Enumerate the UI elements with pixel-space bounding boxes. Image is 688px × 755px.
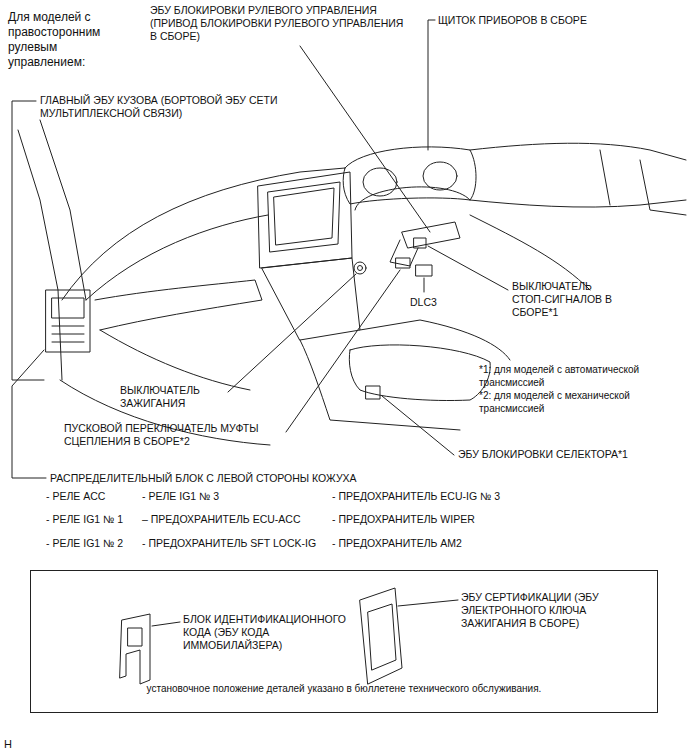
ignition-switch xyxy=(358,266,363,271)
parts-box: БЛОК ИДЕНТИФИКАЦИОННОГО КОДА (ЭБУ КОДА И… xyxy=(30,570,658,713)
main-body-ecu xyxy=(52,298,84,318)
dash-edge xyxy=(86,215,268,300)
id-code-box xyxy=(120,614,150,684)
center-bezel xyxy=(258,172,352,268)
junction-detail xyxy=(52,326,84,342)
dlc3-connector xyxy=(416,265,432,276)
part-label: ВЫКЛЮЧАТЕЛЬ ЗАЖИГАНИЯ xyxy=(120,384,230,410)
component-list-item: - РЕЛЕ IG1 № 1 xyxy=(46,513,141,526)
leader-line xyxy=(428,20,435,150)
component-list-item: - РЕЛЕ ACC xyxy=(46,490,141,503)
footnote: *2: для моделей с механической трансмисс… xyxy=(479,390,684,415)
dash-edge xyxy=(62,168,345,300)
part-label: ПУСКОВОЙ ПЕРЕКЛЮЧАТЕЛЬ МУФТЫ СЦЕПЛЕНИЯ В… xyxy=(64,422,286,448)
part-name: БЛОК ИДЕНТИФИКАЦИОННОГО КОДА (ЭБУ КОДА И… xyxy=(183,613,353,652)
center-stack xyxy=(262,258,360,340)
footnote: *1: для моделей с автоматической трансми… xyxy=(479,364,684,389)
component-list-item: - ПРЕДОХРАНИТЕЛЬ SFT LOCK-IG xyxy=(142,537,327,550)
note-text: установочное положение деталей указано в… xyxy=(31,683,657,696)
dash-edge xyxy=(470,143,686,160)
certification-ecu xyxy=(360,588,402,684)
ignition-switch xyxy=(354,262,366,274)
leader-line xyxy=(424,278,425,292)
certification-ecu xyxy=(368,604,396,670)
steering-lock xyxy=(402,222,460,248)
leader-line xyxy=(152,622,180,626)
glovebox xyxy=(95,280,262,330)
leader-line xyxy=(398,600,458,606)
part-label: ГЛАВНЫЙ ЭБУ КУЗОВА (БОРТОВОЙ ЭБУ СЕТИ МУ… xyxy=(40,94,280,120)
component-list-item: – ПРЕДОХРАНИТЕЛЬ ECU-ACC xyxy=(142,513,327,526)
gauge xyxy=(423,162,457,190)
part-label: ВЫКЛЮЧАТЕЛЬ СТОП-СИГНАЛОВ В СБОРЕ*1 xyxy=(512,280,622,319)
center-display xyxy=(274,188,334,245)
part-label: РАСПРЕДЕЛИТЕЛЬНЫЙ БЛОК С ЛЕВОЙ СТОРОНЫ К… xyxy=(50,472,380,485)
part-label: ЭБУ БЛОКИРОВКИ СЕЛЕКТОРА*1 xyxy=(458,448,658,461)
console xyxy=(300,340,460,430)
part-name: ЭБУ СЕРТИФИКАЦИИ (ЭБУ ЭЛЕКТРОННОГО КЛЮЧА… xyxy=(461,591,636,630)
door-line xyxy=(640,160,686,215)
component-list-item: - ПРЕДОХРАНИТЕЛЬ ECU-IG № 3 xyxy=(332,490,532,503)
dash-lower xyxy=(100,330,250,390)
instrument-cluster xyxy=(343,147,476,204)
heading-note: Для моделей с правосторонним рулевым упр… xyxy=(8,10,108,70)
page-mark: H xyxy=(4,738,24,752)
leader-line xyxy=(12,101,44,380)
leader-line xyxy=(300,46,430,232)
leader-line xyxy=(228,274,356,392)
component-list-item: - РЕЛЕ IG1 № 3 xyxy=(142,490,327,503)
selector-ecu xyxy=(366,386,380,399)
vent xyxy=(600,150,610,205)
clutch-switch xyxy=(396,258,410,268)
part-label: ЭБУ БЛОКИРОВКИ РУЛЕВОГО УПРАВЛЕНИЯ (ПРИВ… xyxy=(150,4,412,43)
center-display xyxy=(268,182,340,252)
dash-edge xyxy=(470,200,686,207)
component-list-item: - ПРЕДОХРАНИТЕЛЬ WIPER xyxy=(332,513,532,526)
console xyxy=(360,320,510,360)
leader-line xyxy=(286,270,400,432)
id-code-box xyxy=(128,628,142,646)
leader-line xyxy=(12,350,46,478)
armrest xyxy=(349,345,490,401)
component-list-item: - ПРЕДОХРАНИТЕЛЬ AM2 xyxy=(332,537,532,550)
stop-switch xyxy=(414,238,426,248)
junction-block xyxy=(46,290,90,352)
leader-line xyxy=(382,396,454,455)
pillar-line xyxy=(40,120,86,300)
part-label: ЩИТОК ПРИБОРОВ В СБОРЕ xyxy=(438,14,638,27)
component-list-item: - РЕЛЕ IG1 № 2 xyxy=(46,537,141,550)
leader-line xyxy=(428,246,508,290)
part-label: DLC3 xyxy=(410,296,450,309)
